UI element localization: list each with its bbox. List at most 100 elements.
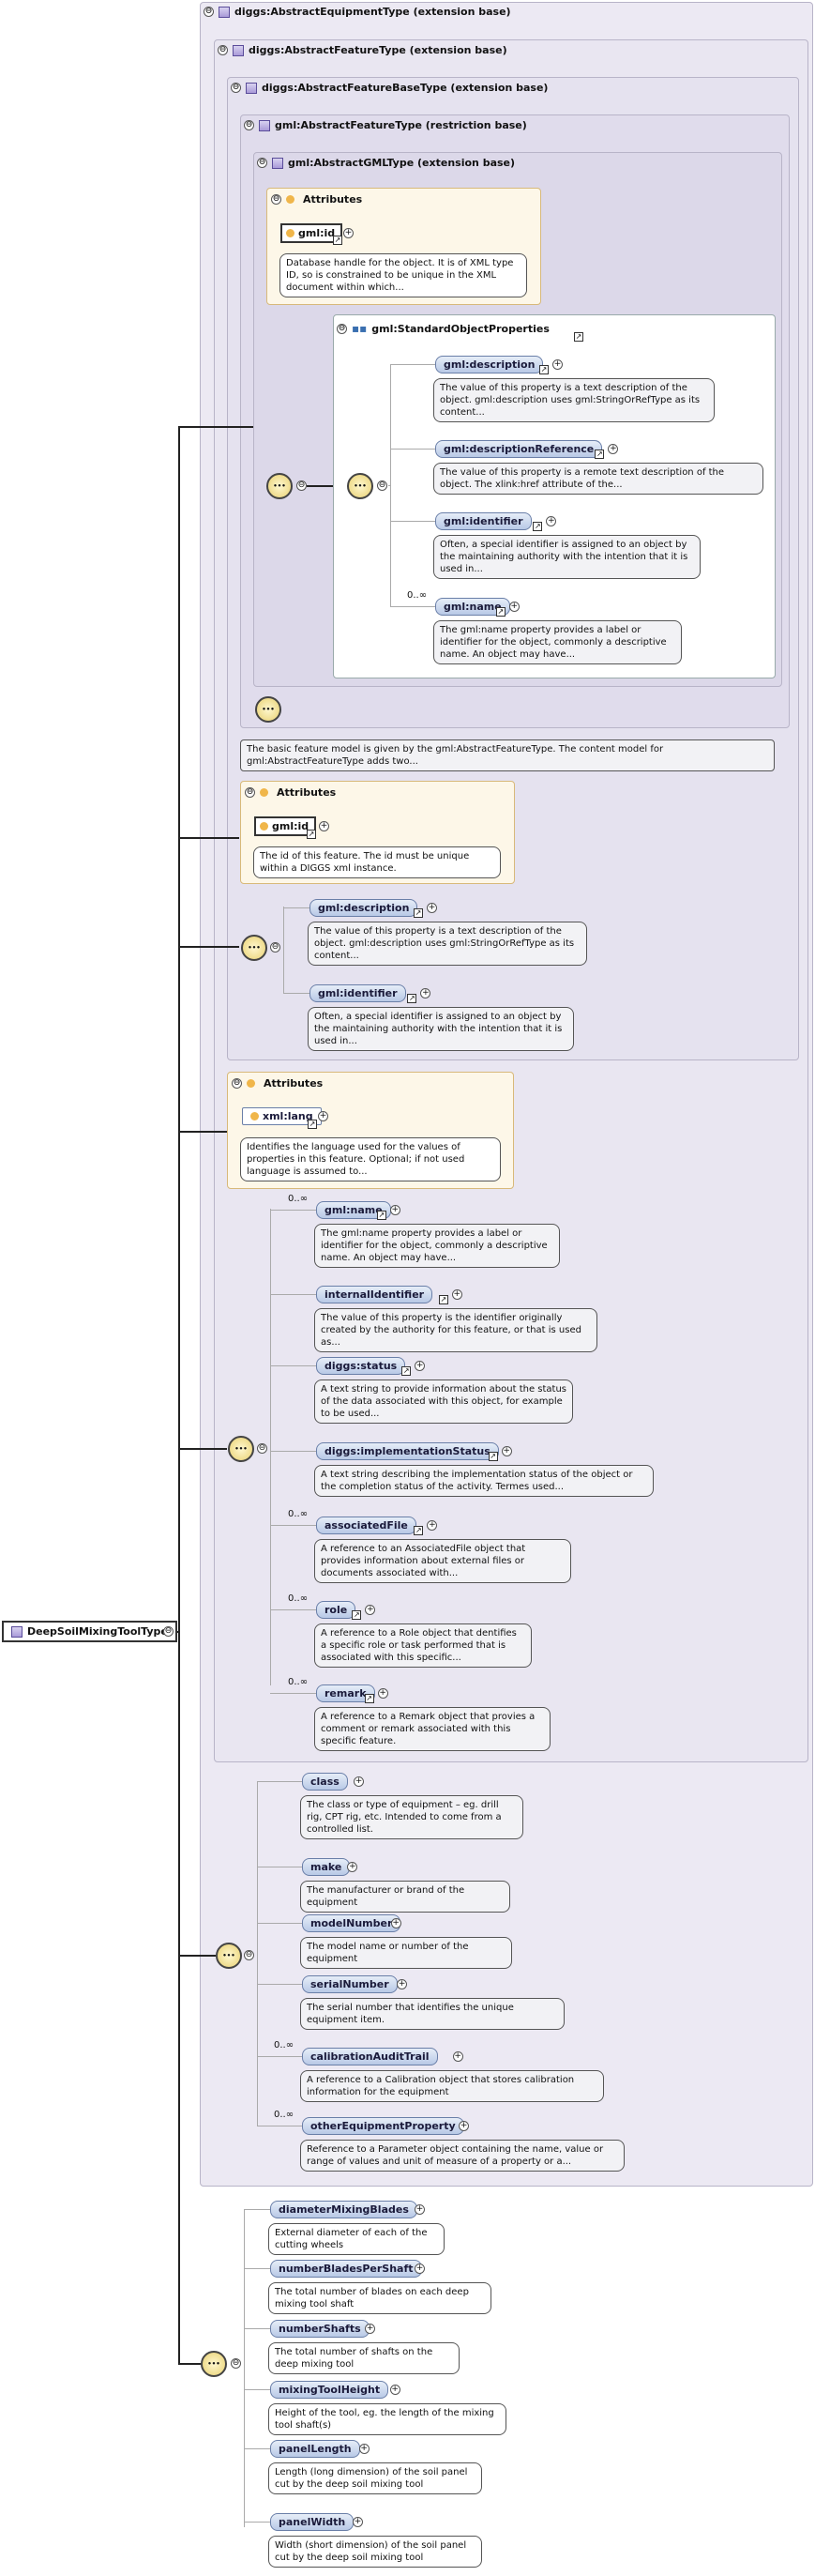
link-arrow-icon[interactable]: ↗ — [364, 1694, 374, 1703]
expand-plus-icon[interactable]: + — [501, 1446, 512, 1456]
element-role[interactable]: role — [316, 1601, 356, 1619]
expand-plus-icon[interactable]: + — [358, 2444, 370, 2454]
link-arrow-icon[interactable]: ↗ — [407, 994, 417, 1003]
link-arrow-icon[interactable]: ↗ — [376, 1211, 386, 1220]
link-arrow-icon[interactable]: ↗ — [307, 830, 316, 839]
sequence-icon[interactable]: ••• — [216, 1943, 242, 1969]
collapse-icon[interactable]: ⊖ — [270, 942, 280, 953]
expand-plus-icon[interactable]: + — [347, 1862, 358, 1872]
ext1-header[interactable]: ⊖ diggs:AbstractEquipmentType (extension… — [204, 6, 511, 18]
sequence-icon[interactable]: ••• — [201, 2351, 227, 2377]
element-serialNumber[interactable]: serialNumber — [302, 1975, 398, 1993]
attr-gml-id[interactable]: gml:id — [280, 223, 343, 243]
collapse-icon[interactable]: ⊖ — [231, 2358, 241, 2369]
sequence-icon[interactable]: ••• — [266, 473, 293, 499]
collapse-icon[interactable]: ⊖ — [245, 787, 255, 798]
element-modelNumber[interactable]: modelNumber — [302, 1914, 401, 1932]
collapse-icon[interactable]: ⊖ — [231, 83, 241, 93]
collapse-icon[interactable]: ⊖ — [257, 158, 267, 168]
element-remark[interactable]: remark — [316, 1684, 375, 1702]
attributes-2-header[interactable]: ⊖ Attributes — [245, 786, 336, 799]
expand-plus-icon[interactable]: + — [365, 2324, 376, 2334]
element-internalIdentifier[interactable]: internalIdentifier — [316, 1286, 433, 1303]
collapse-icon[interactable]: ⊖ — [244, 1950, 254, 1960]
element-calibrationAuditTrail[interactable]: calibrationAuditTrail — [302, 2048, 438, 2065]
expand-plus-icon[interactable]: + — [397, 1979, 408, 1989]
sop-header[interactable]: ⊖ ▪▪ gml:StandardObjectProperties — [337, 322, 550, 335]
attributes-3-header[interactable]: ⊖ Attributes — [232, 1077, 323, 1090]
expand-plus-icon[interactable]: + — [343, 228, 354, 238]
collapse-icon[interactable]: ⊖ — [244, 120, 254, 130]
expand-plus-icon[interactable]: + — [390, 1918, 401, 1928]
ext4-header[interactable]: ⊖ gml:AbstractFeatureType (restriction b… — [244, 119, 527, 131]
element-gml-name[interactable]: gml:name — [316, 1201, 391, 1219]
expand-plus-icon[interactable]: + — [452, 2051, 463, 2062]
root-type-node[interactable]: DeepSoilMixingToolType — [2, 1621, 177, 1642]
expand-plus-icon[interactable]: + — [608, 444, 619, 454]
element-gml-identifier[interactable]: gml:identifier — [435, 512, 532, 530]
element-diggs-status[interactable]: diggs:status — [316, 1357, 406, 1375]
expand-plus-icon[interactable]: + — [552, 359, 563, 370]
element-panelWidth[interactable]: panelWidth — [270, 2513, 355, 2531]
root-collapse-toggle[interactable]: ⊖ — [163, 1626, 174, 1637]
ext3-header[interactable]: ⊖ diggs:AbstractFeatureBaseType (extensi… — [231, 82, 548, 94]
expand-plus-icon[interactable]: + — [420, 988, 431, 998]
expand-plus-icon[interactable]: + — [508, 602, 520, 612]
sequence-icon[interactable]: ••• — [228, 1436, 254, 1462]
collapse-icon[interactable]: ⊖ — [271, 194, 281, 205]
ext2-header[interactable]: ⊖ diggs:AbstractFeatureType (extension b… — [218, 44, 507, 56]
element-make[interactable]: make — [302, 1858, 351, 1876]
expand-plus-icon[interactable]: + — [427, 1520, 438, 1531]
collapse-icon[interactable]: ⊖ — [204, 7, 214, 17]
link-arrow-icon[interactable]: ↗ — [333, 236, 342, 245]
element-gml-description[interactable]: gml:description — [435, 356, 544, 373]
expand-plus-icon[interactable]: + — [389, 1205, 400, 1215]
attr-xml-lang[interactable]: xml:lang — [242, 1107, 322, 1125]
collapse-icon[interactable]: ⊖ — [218, 45, 228, 55]
link-arrow-icon[interactable]: ↗ — [414, 908, 423, 918]
expand-plus-icon[interactable]: + — [319, 821, 329, 831]
expand-plus-icon[interactable]: + — [354, 1776, 364, 1787]
element-otherEquipmentProperty[interactable]: otherEquipmentProperty — [302, 2117, 464, 2135]
attr-gml-id-2[interactable]: gml:id — [254, 816, 317, 836]
element-numberShafts[interactable]: numberShafts — [270, 2320, 370, 2338]
element-class[interactable]: class — [302, 1773, 348, 1791]
collapse-icon[interactable]: ⊖ — [377, 480, 387, 491]
link-arrow-icon[interactable]: ↗ — [308, 1120, 317, 1129]
collapse-icon[interactable]: ⊖ — [337, 323, 347, 334]
expand-plus-icon[interactable]: + — [451, 1289, 462, 1300]
expand-plus-icon[interactable]: + — [415, 2204, 425, 2215]
expand-plus-icon[interactable]: + — [353, 2517, 363, 2527]
expand-plus-icon[interactable]: + — [389, 2385, 400, 2395]
attributes-1-header[interactable]: ⊖ Attributes — [271, 193, 362, 206]
element-gml-identifier[interactable]: gml:identifier — [309, 984, 406, 1002]
element-gml-descriptionReference[interactable]: gml:descriptionReference — [435, 440, 603, 458]
link-arrow-icon[interactable]: ↗ — [533, 522, 543, 531]
link-arrow-icon[interactable]: ↗ — [352, 1610, 362, 1620]
sequence-icon[interactable]: ••• — [347, 473, 373, 499]
expand-plus-icon[interactable]: + — [546, 516, 557, 526]
element-numberBladesPerShaft[interactable]: numberBladesPerShaft — [270, 2260, 422, 2278]
expand-plus-icon[interactable]: + — [415, 2264, 425, 2274]
collapse-icon[interactable]: ⊖ — [232, 1078, 242, 1089]
link-arrow-icon[interactable]: ↗ — [574, 332, 583, 342]
link-arrow-icon[interactable]: ↗ — [595, 450, 605, 459]
link-arrow-icon[interactable]: ↗ — [495, 607, 506, 617]
ext5-header[interactable]: ⊖ gml:AbstractGMLType (extension base) — [257, 157, 515, 169]
expand-plus-icon[interactable]: + — [365, 1605, 376, 1615]
link-arrow-icon[interactable]: ↗ — [539, 365, 549, 374]
expand-plus-icon[interactable]: + — [318, 1111, 328, 1121]
expand-plus-icon[interactable]: + — [377, 1688, 388, 1699]
link-arrow-icon[interactable]: ↗ — [438, 1295, 448, 1304]
element-gml-name[interactable]: gml:name — [435, 598, 510, 616]
expand-plus-icon[interactable]: + — [415, 1361, 426, 1371]
element-panelLength[interactable]: panelLength — [270, 2440, 360, 2458]
link-arrow-icon[interactable]: ↗ — [488, 1452, 498, 1461]
element-associatedFile[interactable]: associatedFile — [316, 1517, 416, 1534]
collapse-icon[interactable]: ⊖ — [296, 480, 307, 491]
element-mixingToolHeight[interactable]: mixingToolHeight — [270, 2381, 389, 2399]
sequence-icon[interactable]: ••• — [241, 935, 267, 961]
sequence-icon[interactable]: ••• — [255, 696, 281, 723]
link-arrow-icon[interactable]: ↗ — [401, 1366, 412, 1376]
element-diameterMixingBlades[interactable]: diameterMixingBlades — [270, 2201, 417, 2218]
